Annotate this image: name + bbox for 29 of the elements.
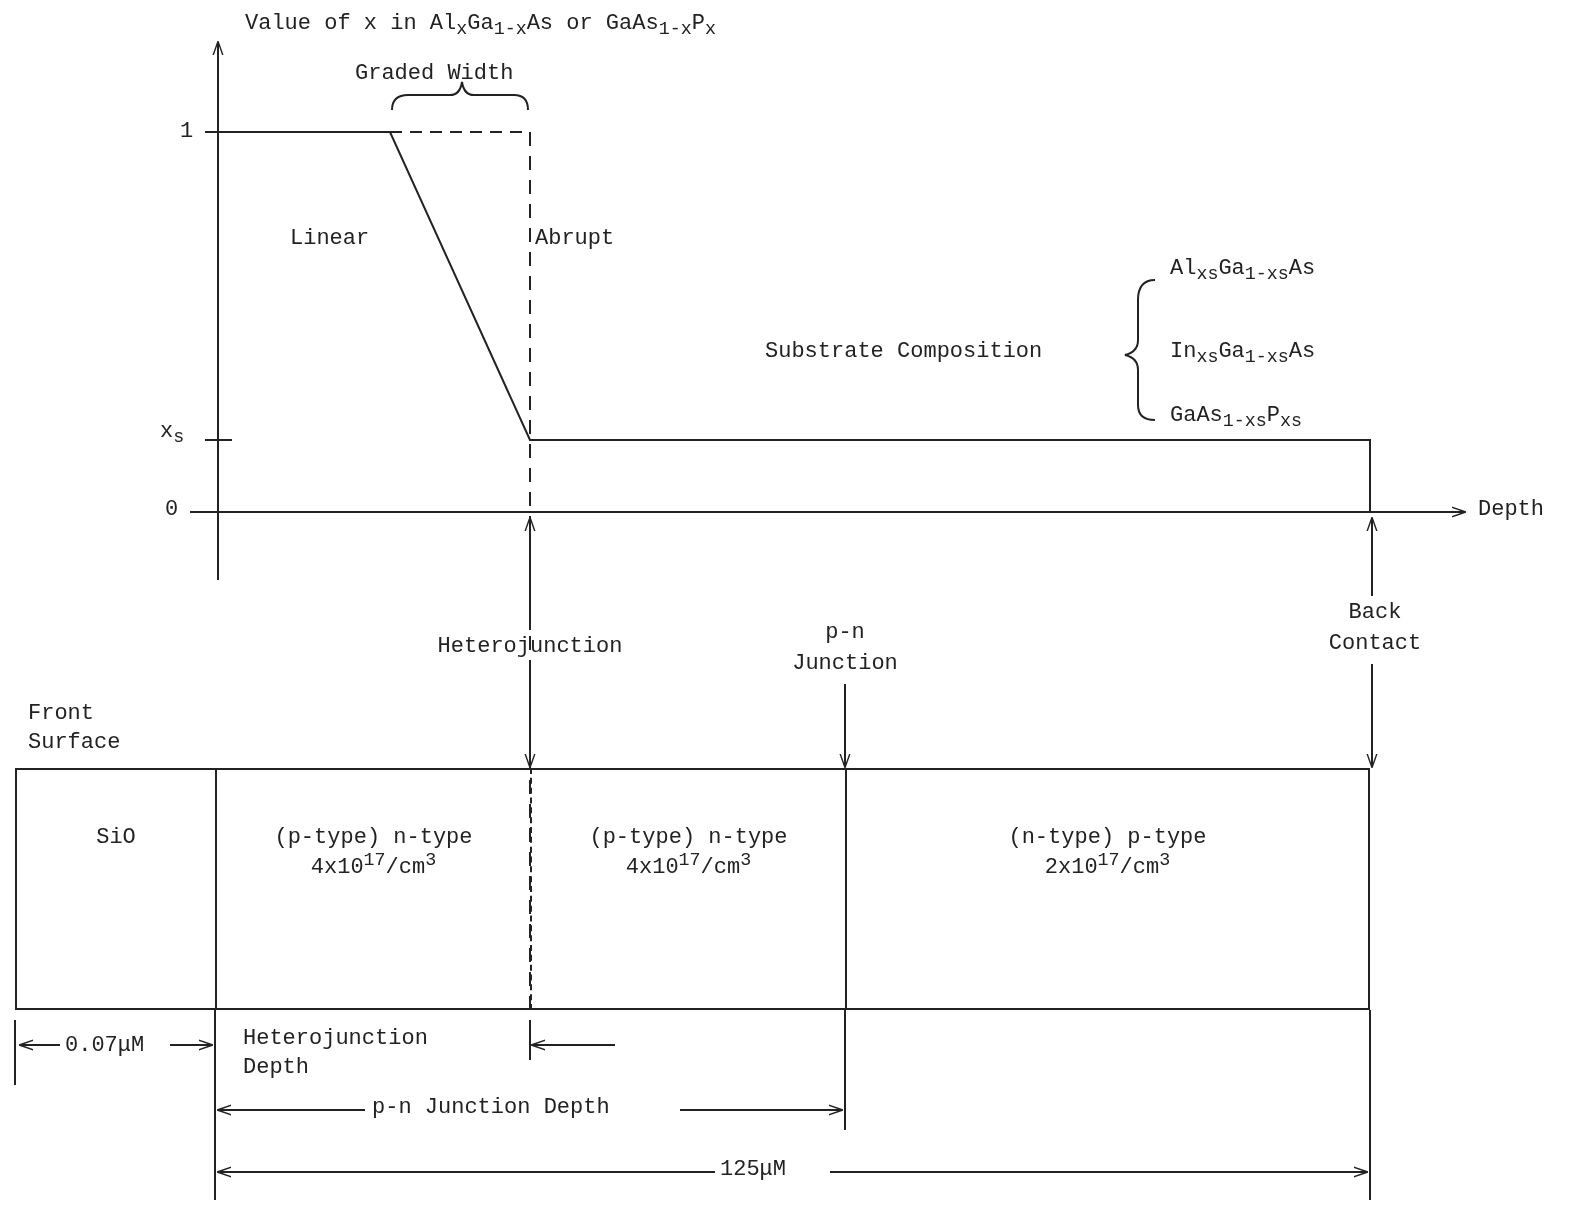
tick-label: x$_{s}$ (160, 418, 185, 451)
dimension-label: 125μM (720, 1156, 786, 1184)
formula: Al$_{xs}$Ga$_{1-xs}$As (1170, 255, 1316, 288)
annotation: Graded Width (355, 60, 514, 88)
annotation: Substrate Composition (765, 338, 1043, 366)
formula: GaAs$_{1-xs}$P$_{xs}$ (1170, 402, 1302, 435)
semiconductor-layer: (p-type) n-type 4x10$^{17}$/cm$^{3}$ (215, 768, 530, 1010)
callout-text: p-n Junction (775, 618, 915, 682)
annotation: Linear (290, 225, 370, 253)
callout-text: Back Contact (1310, 598, 1440, 662)
annotation: Abrupt (535, 225, 615, 253)
formula: In$_{xs}$Ga$_{1-xs}$As (1170, 338, 1316, 371)
dimension-label: p-n Junction Depth (372, 1094, 610, 1122)
axis-title: Value of x in Al$_{x}$Ga$_{1-x}$As or GaAs$_{1-x}$P$_{x}$ (245, 10, 716, 43)
oxide-layer: SiO (15, 768, 215, 1010)
arrow (524, 667, 536, 769)
tick-label: 1 (180, 118, 194, 146)
callout-text: Heterojunction (415, 632, 645, 666)
tick-label: 0 (165, 496, 179, 524)
arrow (839, 683, 851, 769)
axis-label: Depth (1478, 496, 1544, 524)
dimension-label: Heterojunction Depth (243, 1025, 429, 1082)
arrow (524, 516, 536, 631)
annotation: Front Surface (28, 700, 122, 757)
semiconductor-layer: (p-type) n-type 4x10$^{17}$/cm$^{3}$ (530, 768, 845, 1010)
arrow (1366, 516, 1378, 597)
dimension-label: 0.07μM (65, 1032, 145, 1060)
semiconductor-layer: (n-type) p-type 2x10$^{17}$/cm$^{3}$ (845, 768, 1370, 1010)
arrow (1366, 663, 1378, 769)
